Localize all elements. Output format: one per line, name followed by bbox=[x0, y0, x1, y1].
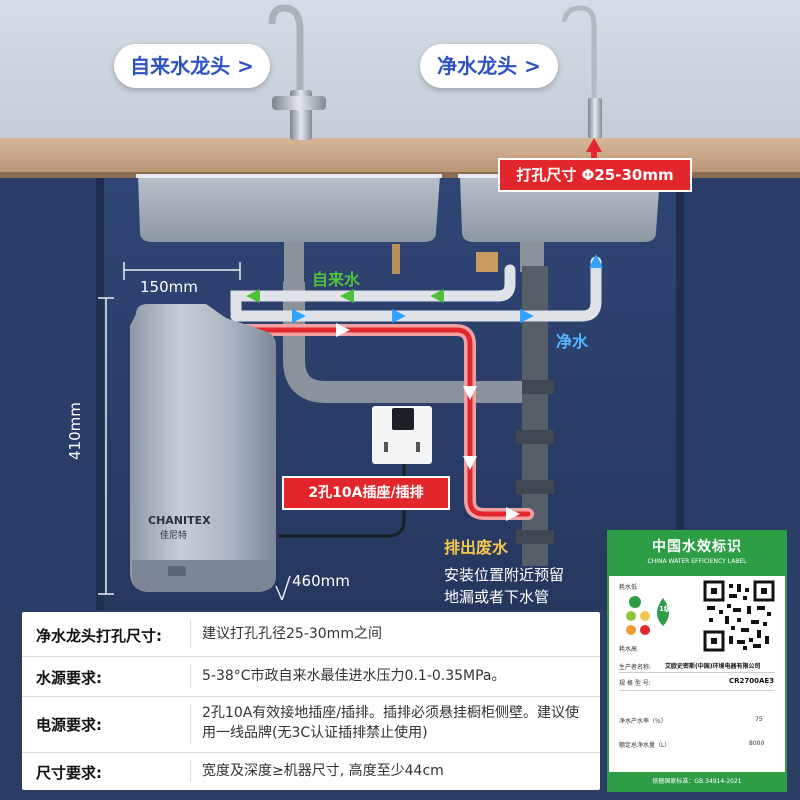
spec-row-faucet: 净水龙头打孔尺寸: 建议打孔孔径25-30mm之间 bbox=[22, 612, 600, 657]
spec-row-size: 尺寸要求: 宽度及深度≥机器尺寸, 高度至少44cm bbox=[22, 752, 600, 790]
purified-faucet-callout: 净水龙头 > bbox=[420, 44, 558, 88]
spec-row-water-source: 水源要求: 5-38°C市政自来水最佳进水压力0.1-0.35MPa。 bbox=[22, 656, 600, 697]
label-high: 耗水高 bbox=[619, 646, 638, 653]
spec-key: 尺寸要求: bbox=[36, 764, 102, 782]
label-volume-key: 额定总净水量（L） bbox=[619, 742, 671, 749]
label-title-en: CHINA WATER EFFICIENCY LABEL bbox=[647, 558, 747, 565]
product-brand: CHANITEX bbox=[148, 514, 211, 527]
label-header: 中国水效标识 CHINA WATER EFFICIENCY LABEL bbox=[609, 532, 785, 576]
hole-size-tag: 打孔尺寸 Φ25-30mm bbox=[498, 158, 692, 192]
spec-value: 2孔10A有效接地插座/插排。插排必须悬挂橱柜侧壁。建议使用一线品牌(无3C认证… bbox=[202, 705, 580, 741]
label-producer-key: 生产者名称: bbox=[619, 664, 652, 671]
water-efficiency-label: 中国水效标识 CHINA WATER EFFICIENCY LABEL 耗水低 … bbox=[607, 530, 787, 792]
depth-dimension: 460mm bbox=[292, 572, 350, 590]
water-drop-icons bbox=[626, 596, 669, 635]
drain-note-1: 安装位置附近预留 bbox=[444, 566, 565, 584]
label-standard: 依据国家标准：GB 34914-2021 bbox=[652, 778, 742, 785]
socket-tag: 2孔10A插座/插排 bbox=[282, 476, 450, 510]
product-brand-cn: 佳尼特 bbox=[160, 531, 188, 541]
width-dimension: 150mm bbox=[140, 278, 198, 296]
spec-key: 电源要求: bbox=[36, 716, 102, 734]
label-grade: 1级 bbox=[659, 605, 671, 613]
drain-note-2: 地漏或者下水管 bbox=[444, 588, 550, 606]
label-low: 耗水低 bbox=[619, 584, 638, 591]
spec-key: 净水龙头打孔尺寸: bbox=[36, 627, 162, 645]
label-model-key: 规 格 型 号: bbox=[619, 680, 651, 687]
installation-scene: 自来水龙头 > 净水龙头 > 打孔尺寸 Φ25-30mm 自来水 净水 150m… bbox=[0, 0, 800, 610]
spec-value: 宽度及深度≥机器尺寸, 高度至少44cm bbox=[202, 763, 444, 779]
label-producer-value: 艾欧史密斯(中国)环境电器有限公司 bbox=[665, 663, 761, 670]
height-dimension: 410mm bbox=[66, 402, 84, 460]
label-volume-value: 8000 bbox=[749, 740, 765, 747]
drain-label: 排出废水 bbox=[444, 538, 509, 557]
label-rate-key: 净水产水率（%） bbox=[619, 718, 667, 725]
spec-row-power: 电源要求: 2孔10A有效接地插座/插排。插排必须悬挂橱柜侧壁。建议使用一线品牌… bbox=[22, 696, 600, 753]
tap-water-faucet-callout: 自来水龙头 > bbox=[114, 44, 270, 88]
label-title-cn: 中国水效标识 bbox=[652, 539, 742, 555]
purified-water-label: 净水 bbox=[556, 332, 589, 351]
scene-drawing bbox=[0, 0, 800, 610]
spec-value: 5-38°C市政自来水最佳进水压力0.1-0.35MPa。 bbox=[202, 668, 506, 684]
tap-water-label: 自来水 bbox=[312, 270, 361, 289]
requirements-table: 净水龙头打孔尺寸: 建议打孔孔径25-30mm之间 水源要求: 5-38°C市政… bbox=[22, 612, 600, 790]
spec-key: 水源要求: bbox=[36, 669, 102, 687]
qr-code-icon bbox=[703, 580, 775, 652]
label-rate-value: 75 bbox=[755, 716, 763, 723]
label-model-value: CR2700AE3 bbox=[729, 677, 775, 685]
spec-value: 建议打孔孔径25-30mm之间 bbox=[202, 626, 382, 642]
